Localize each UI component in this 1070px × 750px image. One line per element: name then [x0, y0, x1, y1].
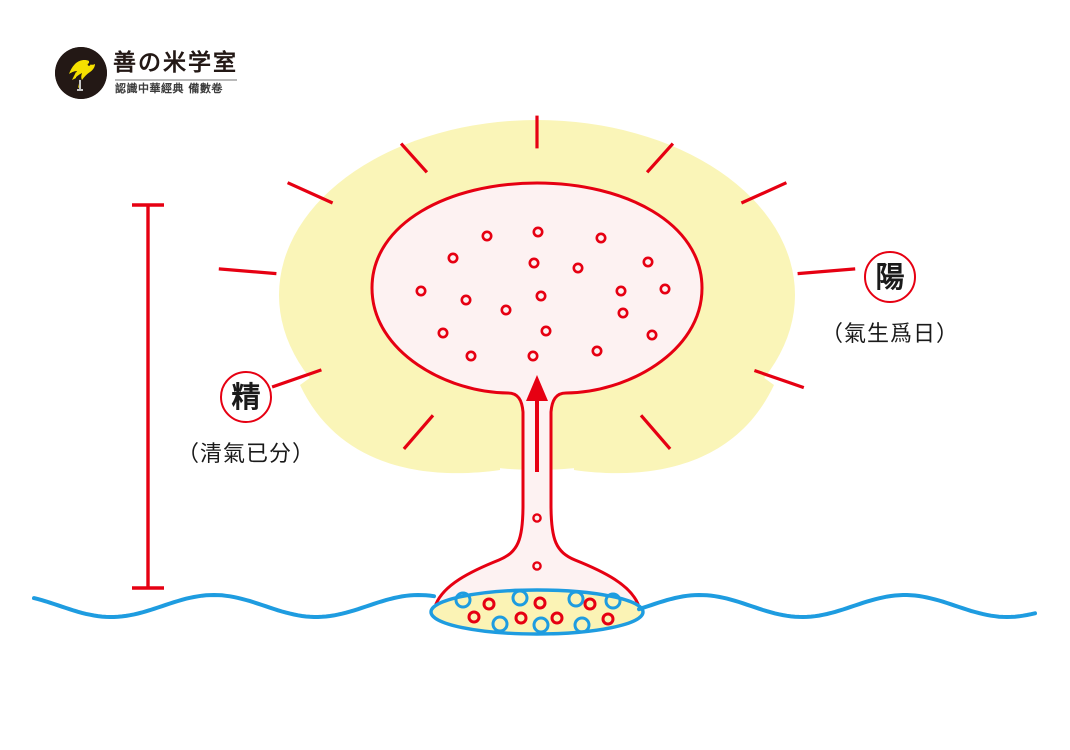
bulb-particle-13 — [540, 325, 552, 337]
bulb-particle-5 — [572, 262, 584, 274]
stem-particle-1 — [532, 561, 542, 571]
annotation-yang: 陽 （氣生爲日） — [820, 251, 960, 348]
bulb-particle-18 — [591, 345, 603, 357]
base-blue-particle-6 — [604, 592, 622, 610]
stem-particle-0 — [532, 513, 542, 523]
water-line-right — [637, 592, 1037, 620]
base-yellow-ellipse — [429, 588, 645, 636]
base-particles-group — [454, 589, 622, 634]
bulb-particle-12 — [437, 327, 449, 339]
base-red-particle-1 — [482, 597, 496, 611]
sun-ray-3 — [797, 267, 856, 276]
bulb-particle-19 — [500, 304, 512, 316]
sun-ray-6 — [402, 414, 435, 450]
brand-logo[interactable]: 善の米学室 認識中華經典 備數卷 — [55, 42, 245, 104]
base-blue-particle-4 — [567, 590, 585, 608]
sun-ray-1 — [645, 142, 675, 174]
base-red-particle-3 — [533, 596, 547, 610]
base-blue-particle-5 — [573, 616, 591, 634]
base-red-particle-5 — [583, 597, 597, 611]
base-blue-particle-2 — [511, 589, 529, 607]
bird-in-dark-circle-icon — [55, 47, 107, 99]
sun-ray-2 — [740, 181, 788, 205]
bulb-particle-14 — [617, 307, 629, 319]
sun-ray-9 — [286, 181, 334, 205]
bulb-particle-10 — [615, 285, 627, 297]
base-red-particle-6 — [601, 612, 615, 626]
bulb-particle-7 — [415, 285, 427, 297]
base-red-particle-4 — [550, 611, 564, 625]
annotation-yang-caption: （氣生爲日） — [820, 322, 959, 347]
base-blue-particle-3 — [532, 616, 550, 634]
sun-ray-7 — [271, 368, 322, 389]
base-red-particle-2 — [514, 611, 528, 625]
annotation-jing-caption: （清氣已分） — [176, 442, 315, 467]
bulb-particle-6 — [642, 256, 654, 268]
sun-ray-8 — [218, 267, 277, 276]
bulb-particle-1 — [532, 226, 544, 238]
bulb-particle-3 — [447, 252, 459, 264]
bulb-particle-9 — [535, 290, 547, 302]
base-blue-particle-1 — [491, 615, 509, 633]
bulb-particles-group — [415, 226, 671, 362]
bulb-particle-17 — [527, 350, 539, 362]
base-red-particle-0 — [467, 610, 481, 624]
arrow-head — [526, 375, 548, 401]
annotation-jing: 精 （清氣已分） — [176, 371, 316, 468]
sun-ray-5 — [639, 414, 672, 450]
bulb-particle-16 — [465, 350, 477, 362]
stem-particles-group — [532, 513, 542, 571]
brand-title: 善の米学室 — [113, 49, 238, 77]
sun-ray-10 — [399, 142, 429, 174]
bird-glyph-icon — [55, 47, 107, 99]
water-line-left — [32, 592, 436, 619]
base-pool-group — [429, 588, 645, 636]
bulb-particle-0 — [481, 230, 493, 242]
sun-ray-4 — [753, 368, 805, 390]
brand-wordmark: 善の米学室 認識中華經典 備數卷 — [113, 49, 238, 95]
annotation-yang-symbol: 陽 — [864, 251, 916, 303]
sun-glow-skirt-right — [574, 372, 774, 474]
brand-subtitle: 認識中華經典 備數卷 — [115, 81, 223, 95]
annotation-jing-symbol: 精 — [220, 371, 272, 423]
qi-rising-arrow — [526, 375, 548, 472]
base-blue-particle-0 — [454, 591, 472, 609]
water-line-group — [32, 592, 1037, 620]
vertical-extent-measure — [132, 203, 164, 590]
bulb-particle-8 — [460, 294, 472, 306]
sun-glow-skirt — [300, 372, 500, 474]
bulb-particle-2 — [595, 232, 607, 244]
sun-rays-group — [218, 115, 856, 450]
bulb-particle-4 — [528, 257, 540, 269]
brand-divider — [115, 78, 237, 81]
bulb-particle-11 — [659, 283, 671, 295]
bulb-particle-15 — [646, 329, 658, 341]
